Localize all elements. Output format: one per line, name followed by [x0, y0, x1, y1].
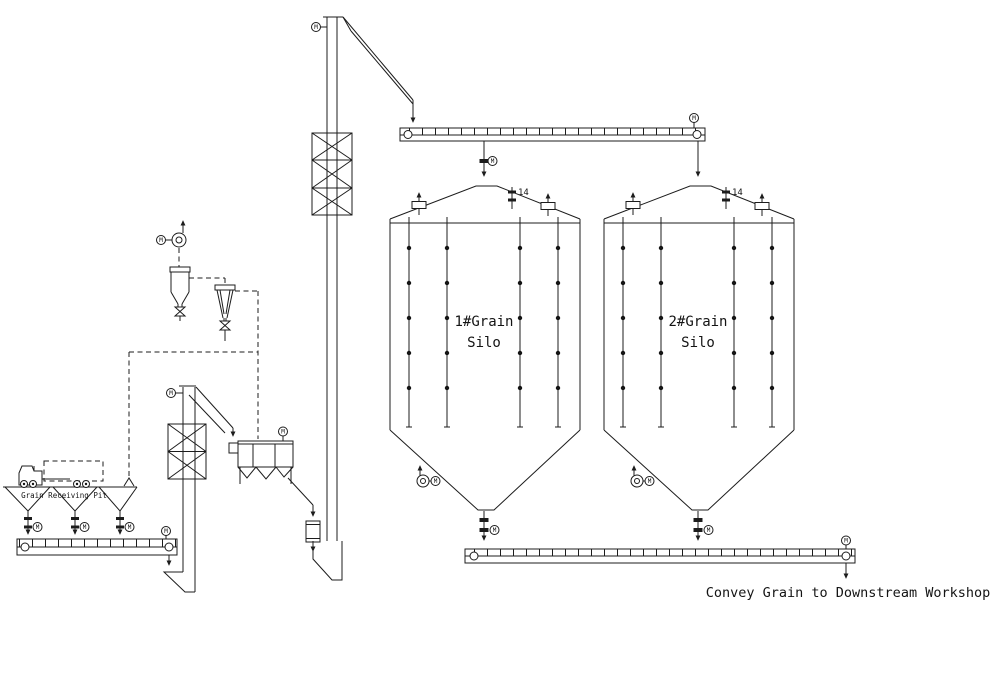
airlock-valve-icon	[173, 306, 187, 317]
elevator-support-tower	[311, 132, 353, 216]
top-drag-conveyor	[399, 113, 706, 142]
pit-gate1-motor	[32, 522, 43, 532]
grain-truck	[18, 460, 104, 488]
elevator-boot	[312, 541, 343, 581]
silo1-label-line1: 1#Grain	[454, 314, 513, 330]
feed-elevator-motor	[166, 388, 176, 398]
feed-elevator-boot	[162, 571, 195, 593]
silo-feed-lines	[479, 141, 701, 177]
receiving-pit-label: Grain Receiving Pit	[21, 491, 107, 500]
cleaner-inlet	[228, 442, 239, 454]
aspiration-hood	[123, 477, 135, 487]
dust-fan	[156, 220, 187, 248]
cleaner-motor	[278, 426, 288, 437]
dust-cyclone	[214, 284, 236, 341]
silo1-label-line2: Silo	[467, 335, 501, 351]
silo2-label-line2: Silo	[681, 335, 715, 351]
reclaim-conveyor-motor	[841, 535, 851, 546]
silo-2: 2#Grain Silo 14	[604, 186, 794, 540]
feed-bucket-elevator	[162, 385, 236, 593]
truck-trailer	[43, 460, 104, 482]
dust-hopper	[169, 266, 191, 321]
silo2-label-line1: 2#Grain	[668, 314, 727, 330]
pit-conveyor	[16, 526, 178, 566]
silo-1: 1#Grain Silo 14	[390, 186, 580, 540]
airlock-valve-icon	[218, 320, 232, 331]
main-bucket-elevator	[311, 16, 416, 581]
grain-cleaner	[228, 426, 316, 517]
pit-gate2-motor	[79, 522, 90, 532]
silo1-feed-gate-motor	[487, 156, 498, 166]
pit-gate3-motor	[124, 522, 135, 532]
magnetic-separator	[305, 520, 321, 552]
feed-elevator-tower	[167, 423, 207, 480]
truck-cab	[18, 465, 43, 486]
silo1-level-sensor-label: 14	[518, 188, 529, 198]
dust-fan-motor	[156, 235, 166, 245]
dust-collection-system	[128, 220, 259, 477]
downstream-note-label: Convey Grain to Downstream Workshop	[706, 585, 990, 601]
silo2-level-sensor-label: 14	[732, 188, 743, 198]
top-conveyor-motor	[689, 113, 699, 123]
elevator-head-motor	[311, 22, 321, 32]
pit-conveyor-motor	[161, 526, 171, 536]
reclaim-conveyor	[464, 535, 856, 579]
